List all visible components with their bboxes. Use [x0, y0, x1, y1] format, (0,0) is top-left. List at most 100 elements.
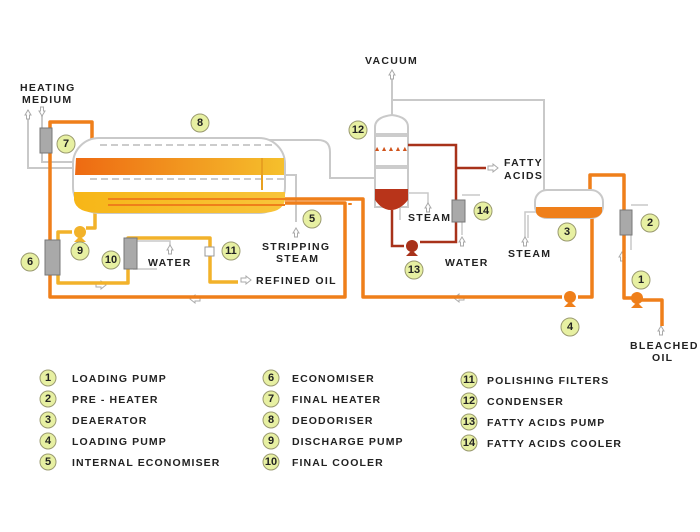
bleached-oil-label: BLEACHED	[630, 340, 699, 352]
legend-label: PRE - HEATER	[72, 394, 159, 406]
legend-label: FATTY ACIDS PUMP	[487, 417, 605, 429]
svg-text:7: 7	[63, 138, 69, 150]
loading-pump-4	[564, 291, 576, 307]
bleached-oil-label-2: OIL	[652, 352, 673, 364]
legend-item: 10	[262, 453, 280, 471]
water-cooler14-label: WATER	[445, 257, 489, 269]
bleached-oil-feed-pipe	[588, 173, 664, 326]
svg-text:3: 3	[564, 226, 570, 238]
legend-item: 2	[39, 390, 57, 408]
fatty-acids-label: FATTY	[504, 157, 543, 169]
steam-deaerator-label: STEAM	[508, 248, 551, 260]
badge-10: 10	[101, 250, 121, 270]
legend-item: 6	[262, 369, 280, 387]
svg-text:10: 10	[265, 456, 277, 468]
badge-1: 1	[631, 270, 651, 290]
legend-item: 11	[460, 371, 478, 389]
badge-9: 9	[70, 241, 90, 261]
final-cooler-exchanger	[123, 237, 138, 270]
svg-text:1: 1	[638, 274, 644, 286]
svg-text:7: 7	[268, 393, 274, 405]
legend-label: DEODORISER	[292, 415, 374, 427]
svg-text:4: 4	[567, 321, 574, 333]
svg-text:3: 3	[45, 414, 51, 426]
economiser-exchanger	[44, 239, 61, 276]
loading-pump-1	[631, 292, 643, 308]
legend-item: 12	[460, 392, 478, 410]
stripping-steam-label-2: STEAM	[276, 253, 319, 265]
svg-text:13: 13	[463, 416, 475, 428]
final-heater-exchanger	[39, 127, 53, 154]
legend-item: 9	[262, 432, 280, 450]
svg-text:2: 2	[45, 393, 51, 405]
legend-label: INTERNAL ECONOMISER	[72, 457, 220, 469]
svg-text:5: 5	[309, 213, 315, 225]
svg-text:11: 11	[463, 374, 475, 386]
legend-label: FATTY ACIDS COOLER	[487, 438, 622, 450]
badge-11: 11	[221, 241, 241, 261]
economiser-oil-pipe	[48, 120, 352, 299]
legend-item: 4	[39, 432, 57, 450]
fatty-acids-pump	[406, 240, 418, 256]
deodoriser-vessel	[72, 137, 286, 214]
svg-text:6: 6	[268, 372, 274, 384]
legend-item: 1	[39, 369, 57, 387]
badge-13: 13	[404, 260, 424, 280]
legend-item: 7	[262, 390, 280, 408]
svg-text:8: 8	[197, 117, 203, 129]
legend-label: LOADING PUMP	[72, 436, 167, 448]
svg-text:8: 8	[268, 414, 274, 426]
heating-medium-label-2: MEDIUM	[22, 94, 72, 106]
legend-label: DISCHARGE PUMP	[292, 436, 404, 448]
steam-condenser-label: STEAM	[408, 212, 451, 224]
svg-text:2: 2	[647, 217, 653, 229]
badge-6: 6	[20, 252, 40, 272]
svg-text:4: 4	[45, 435, 52, 447]
fatty-acids-cooler-exchanger	[451, 199, 466, 223]
legend-label: FINAL HEATER	[292, 394, 381, 406]
svg-text:9: 9	[77, 245, 83, 257]
svg-text:12: 12	[352, 124, 364, 136]
badge-5: 5	[302, 209, 322, 229]
legend-label: LOADING PUMP	[72, 373, 167, 385]
svg-text:5: 5	[45, 456, 51, 468]
badge-2: 2	[640, 213, 660, 233]
svg-text:1: 1	[45, 372, 51, 384]
water-cooler10-label: WATER	[148, 257, 192, 269]
legend-label: POLISHING FILTERS	[487, 375, 609, 387]
svg-text:13: 13	[408, 264, 420, 276]
fatty-acids-pipe	[390, 143, 486, 248]
badge-7: 7	[56, 134, 76, 154]
svg-text:9: 9	[268, 435, 274, 447]
utility-pipes	[27, 76, 648, 270]
badge-8: 8	[190, 113, 210, 133]
legend-label: CONDENSER	[487, 396, 564, 408]
svg-text:▲▲▲▲▲: ▲▲▲▲▲	[374, 146, 409, 153]
badge-3: 3	[557, 222, 577, 242]
vacuum-label: VACUUM	[365, 55, 418, 67]
svg-text:14: 14	[463, 437, 476, 449]
svg-text:12: 12	[463, 395, 475, 407]
legend-item: 5	[39, 453, 57, 471]
discharge-pump	[74, 226, 86, 242]
badge-14: 14	[473, 201, 493, 221]
fatty-acids-label-2: ACIDS	[504, 170, 543, 182]
legend-item: 3	[39, 411, 57, 429]
legend-label: DEAERATOR	[72, 415, 147, 427]
stripping-steam-label: STRIPPING	[262, 241, 330, 253]
deaerated-oil-pipe	[285, 197, 594, 299]
svg-text:14: 14	[477, 205, 490, 217]
svg-text:10: 10	[105, 254, 117, 266]
legend-label: FINAL COOLER	[292, 457, 384, 469]
legend-item: 13	[460, 413, 478, 431]
heating-medium-label: HEATING	[20, 82, 76, 94]
polishing-filter	[204, 246, 215, 257]
svg-text:11: 11	[225, 245, 237, 257]
svg-text:6: 6	[27, 256, 33, 268]
condenser-column: ▲▲▲▲▲	[374, 113, 409, 210]
pre-heater-exchanger	[619, 209, 633, 236]
legend-item: 8	[262, 411, 280, 429]
badge-4: 4	[560, 317, 580, 337]
